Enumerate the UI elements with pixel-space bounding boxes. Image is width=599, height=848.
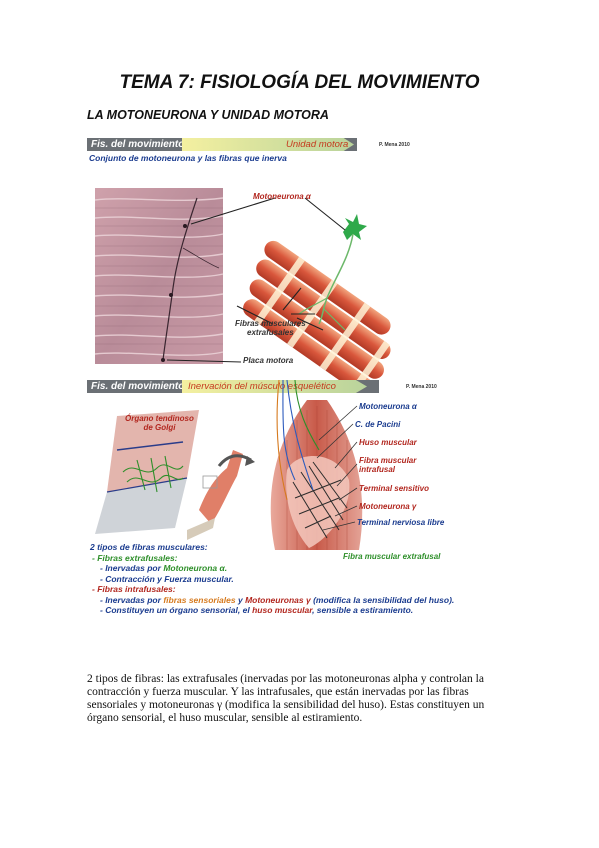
list-line-1: 2 tipos de fibras musculares: [90,542,208,552]
page-title: TEMA 7: FISIOLOGÍA DEL MOVIMIENTO [119,72,480,93]
list-line-3: - Inervadas por Motoneurona α. [100,563,228,573]
label-motoneurona-alpha: Motoneurona α [253,192,311,201]
fiber-types-list: 2 tipos de fibras musculares: - Fibras e… [90,542,458,616]
label-huso-muscular: Huso muscular [359,438,417,447]
label-organo-golgi: Órgano tendinoso de Golgi [125,414,194,432]
figure-header-arrow: Unidad motora [182,138,354,151]
list-line-5: - Fibras intrafusales: [92,584,176,594]
figure-credit: P. Mena 2010 [379,142,410,148]
list-line-7: - Constituyen un órgano sensorial, el hu… [100,605,414,615]
muscle-innervation-illustration [95,380,363,550]
body-paragraph: 2 tipos de fibras: las extrafusales (ine… [87,673,485,724]
figure-header-bar: Fis. del movimiento Inervación del múscu… [87,380,379,393]
label-fibras-extrafusales: Fibras musculares extrafusales [235,319,306,337]
figure-muscle-innervation: Fis. del movimiento Inervación del múscu… [87,380,458,642]
figure-header-arrow: Inervación del músculo esquelético [182,380,367,393]
label-fibra-intrafusal: Fibra muscular intrafusal [359,456,417,474]
label-pacini: C. de Pacini [355,420,401,429]
figure-credit: P. Mena 2010 [406,384,437,390]
label-motoneurona-gamma: Motoneurona γ [359,502,417,511]
label-terminal-sensitivo: Terminal sensitivo [359,484,429,493]
section-heading: LA MOTONEURONA Y UNIDAD MOTORA [87,108,329,122]
figure-header-left: Fis. del movimiento [91,381,185,392]
motor-unit-illustration [94,188,391,380]
figure-header-right: Unidad motora [286,139,349,150]
figure-header-bar: Fis. del movimiento Unidad motora [87,138,357,151]
figure-header-right: Inervación del músculo esquelético [188,381,336,392]
list-line-6: - Inervadas por fibras sensoriales y Mot… [100,594,455,605]
list-line-4: - Contracción y Fuerza muscular. [100,573,234,584]
label-motoneurona-alpha: Motoneurona α [359,402,417,411]
label-placa-motora: Placa motora [243,356,294,365]
figure-header-left: Fis. del movimiento [91,139,185,150]
label-terminal-libre: Terminal nerviosa libre [357,518,445,527]
figure-caption: Conjunto de motoneurona y las fibras que… [89,153,287,163]
figure-motor-unit: Fis. del movimiento Unidad motora P. Men… [87,138,458,380]
label-fibra-extrafusal: Fibra muscular extrafusal [343,552,441,561]
list-line-2: - Fibras extrafusales: [92,552,178,563]
